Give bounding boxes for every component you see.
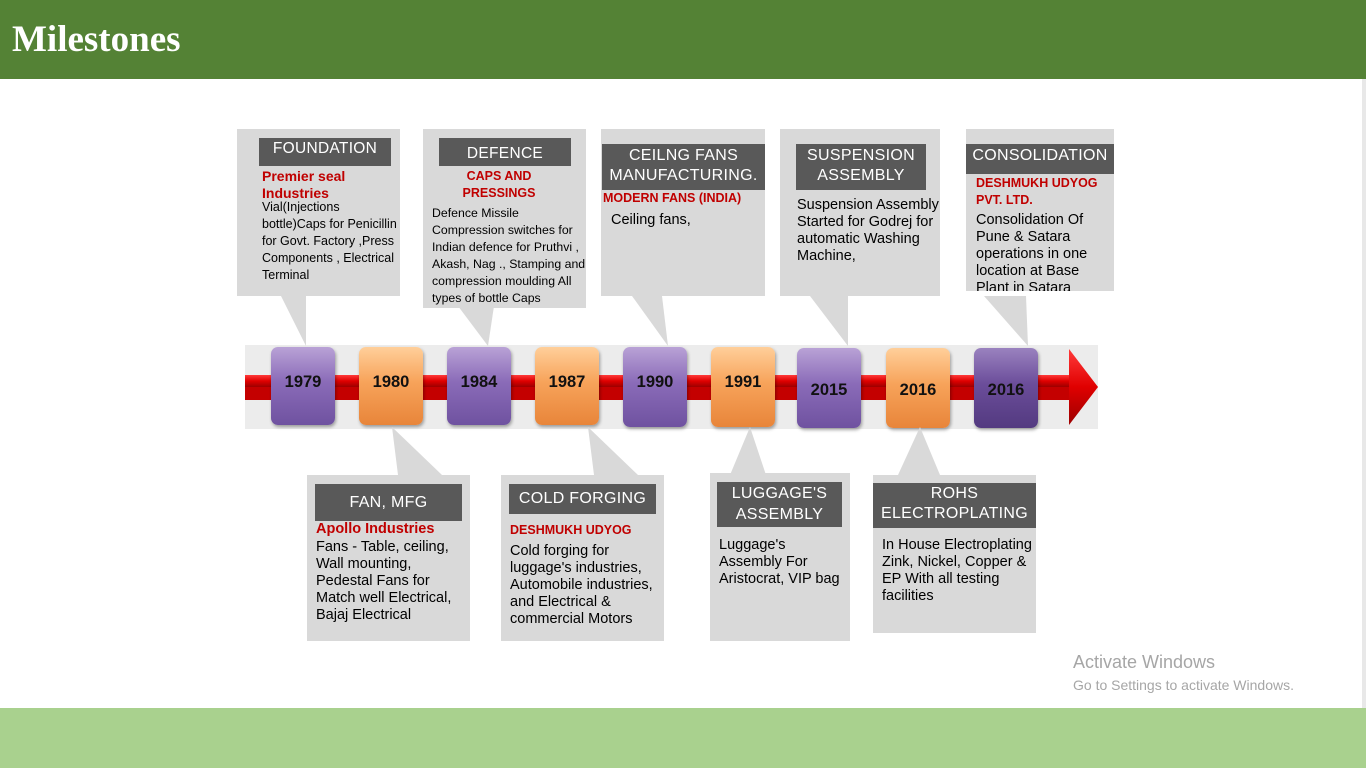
year-node-2016: 2016 [886,348,950,428]
card-description: Defence Missile Compression switches for… [432,206,586,305]
year-node-2015: 2015 [797,348,861,428]
pointer-cold-forging [588,427,638,475]
card-description: Suspension Assembly Started for Godrej f… [797,197,939,264]
year-node-1987: 1987 [535,347,599,425]
arrow-head [1069,349,1098,425]
pointer-ceiling-fans [632,296,668,346]
milestone-card-ceiling-fans: CEILNG FANS MANUFACTURING. MODERN FANS (… [601,129,765,296]
card-company: Apollo Industries [316,521,435,537]
activate-windows-subtitle: Go to Settings to activate Windows. [1073,677,1294,693]
card-description: Luggage's Assembly For Aristocrat, VIP b… [719,537,840,587]
card-heading: FAN, MFG [315,484,462,521]
card-heading: COLD FORGING [509,484,656,514]
milestone-card-foundation: FOUNDATION Premier seal Industries Vial(… [237,129,400,296]
year-node-1979: 1979 [271,347,335,425]
pointer-fan-mfg [392,427,442,475]
year-node-1990: 1990 [623,347,687,427]
card-description: Ceiling fans, [611,212,691,228]
card-description: Vial(Injections bottle)Caps for Penicill… [262,200,397,282]
card-heading: DEFENCE [439,138,571,166]
card-heading: FOUNDATION [259,138,391,166]
pointer-consolidation [984,296,1028,346]
milestone-card-consolidation: CONSOLIDATION DESHMUKH UDYOG PVT. LTD. C… [966,129,1114,291]
year-label: 1980 [372,373,410,391]
year-label: 1987 [548,373,586,391]
card-company: DESHMUKH UDYOG [510,523,632,537]
card-description: Cold forging for luggage's industries, A… [510,543,653,627]
card-description: Consolidation Of Pune & Satara operation… [976,212,1088,291]
milestone-card-fan-mfg: FAN, MFG Apollo Industries Fans - Table,… [307,475,470,641]
pointer-luggage [730,427,766,475]
year-node-1984: 1984 [447,347,511,425]
page-title: Milestones [12,19,181,60]
year-label: 2016 [899,381,937,399]
pointer-rohs [898,427,940,475]
milestone-card-defence: DEFENCE CAPS AND PRESSINGS Defence Missi… [423,129,586,308]
card-heading: SUSPENSION ASSEMBLY [796,144,926,190]
card-company: Premier seal Industries [262,168,346,201]
card-company: DESHMUKH UDYOG PVT. LTD. [976,176,1098,207]
title-bar: Milestones [0,0,1366,79]
year-label: 2016 [987,381,1025,399]
card-heading: LUGGAGE'S ASSEMBLY [717,482,842,527]
slide-edge-shadow [1362,79,1366,708]
year-label: 1984 [460,373,498,391]
card-heading: CONSOLIDATION [966,144,1114,174]
milestone-card-rohs: ROHS ELECTROPLATING In House Electroplat… [873,475,1036,633]
year-node-1991: 1991 [711,347,775,427]
card-heading: CEILNG FANS MANUFACTURING. [602,144,765,190]
card-description: Fans - Table, ceiling, Wall mounting, Pe… [316,539,452,623]
year-label: 1990 [636,373,674,391]
pointer-foundation [280,294,306,346]
card-company: MODERN FANS (INDIA) [603,191,742,205]
year-node-2016-b: 2016 [974,348,1038,428]
year-label: 1979 [284,373,322,391]
footer-bar [0,708,1366,768]
milestone-card-cold-forging: COLD FORGING DESHMUKH UDYOG Cold forging… [501,475,664,641]
card-company: CAPS AND PRESSINGS [462,169,536,200]
pointer-suspension [810,296,848,346]
bottom-callout-pointers [392,427,940,475]
year-label: 2015 [810,381,848,399]
activate-windows-title: Activate Windows [1073,652,1216,672]
top-callout-pointers [280,294,1028,346]
pointer-defence [458,306,494,346]
year-label: 1991 [724,373,762,391]
milestone-card-suspension: SUSPENSION ASSEMBLY Suspension Assembly … [780,129,940,296]
milestone-card-luggage: LUGGAGE'S ASSEMBLY Luggage's Assembly Fo… [710,473,850,641]
card-description: In House Electroplating Zink, Nickel, Co… [882,537,1032,604]
year-node-1980: 1980 [359,347,423,425]
card-heading: ROHS ELECTROPLATING [873,483,1036,528]
